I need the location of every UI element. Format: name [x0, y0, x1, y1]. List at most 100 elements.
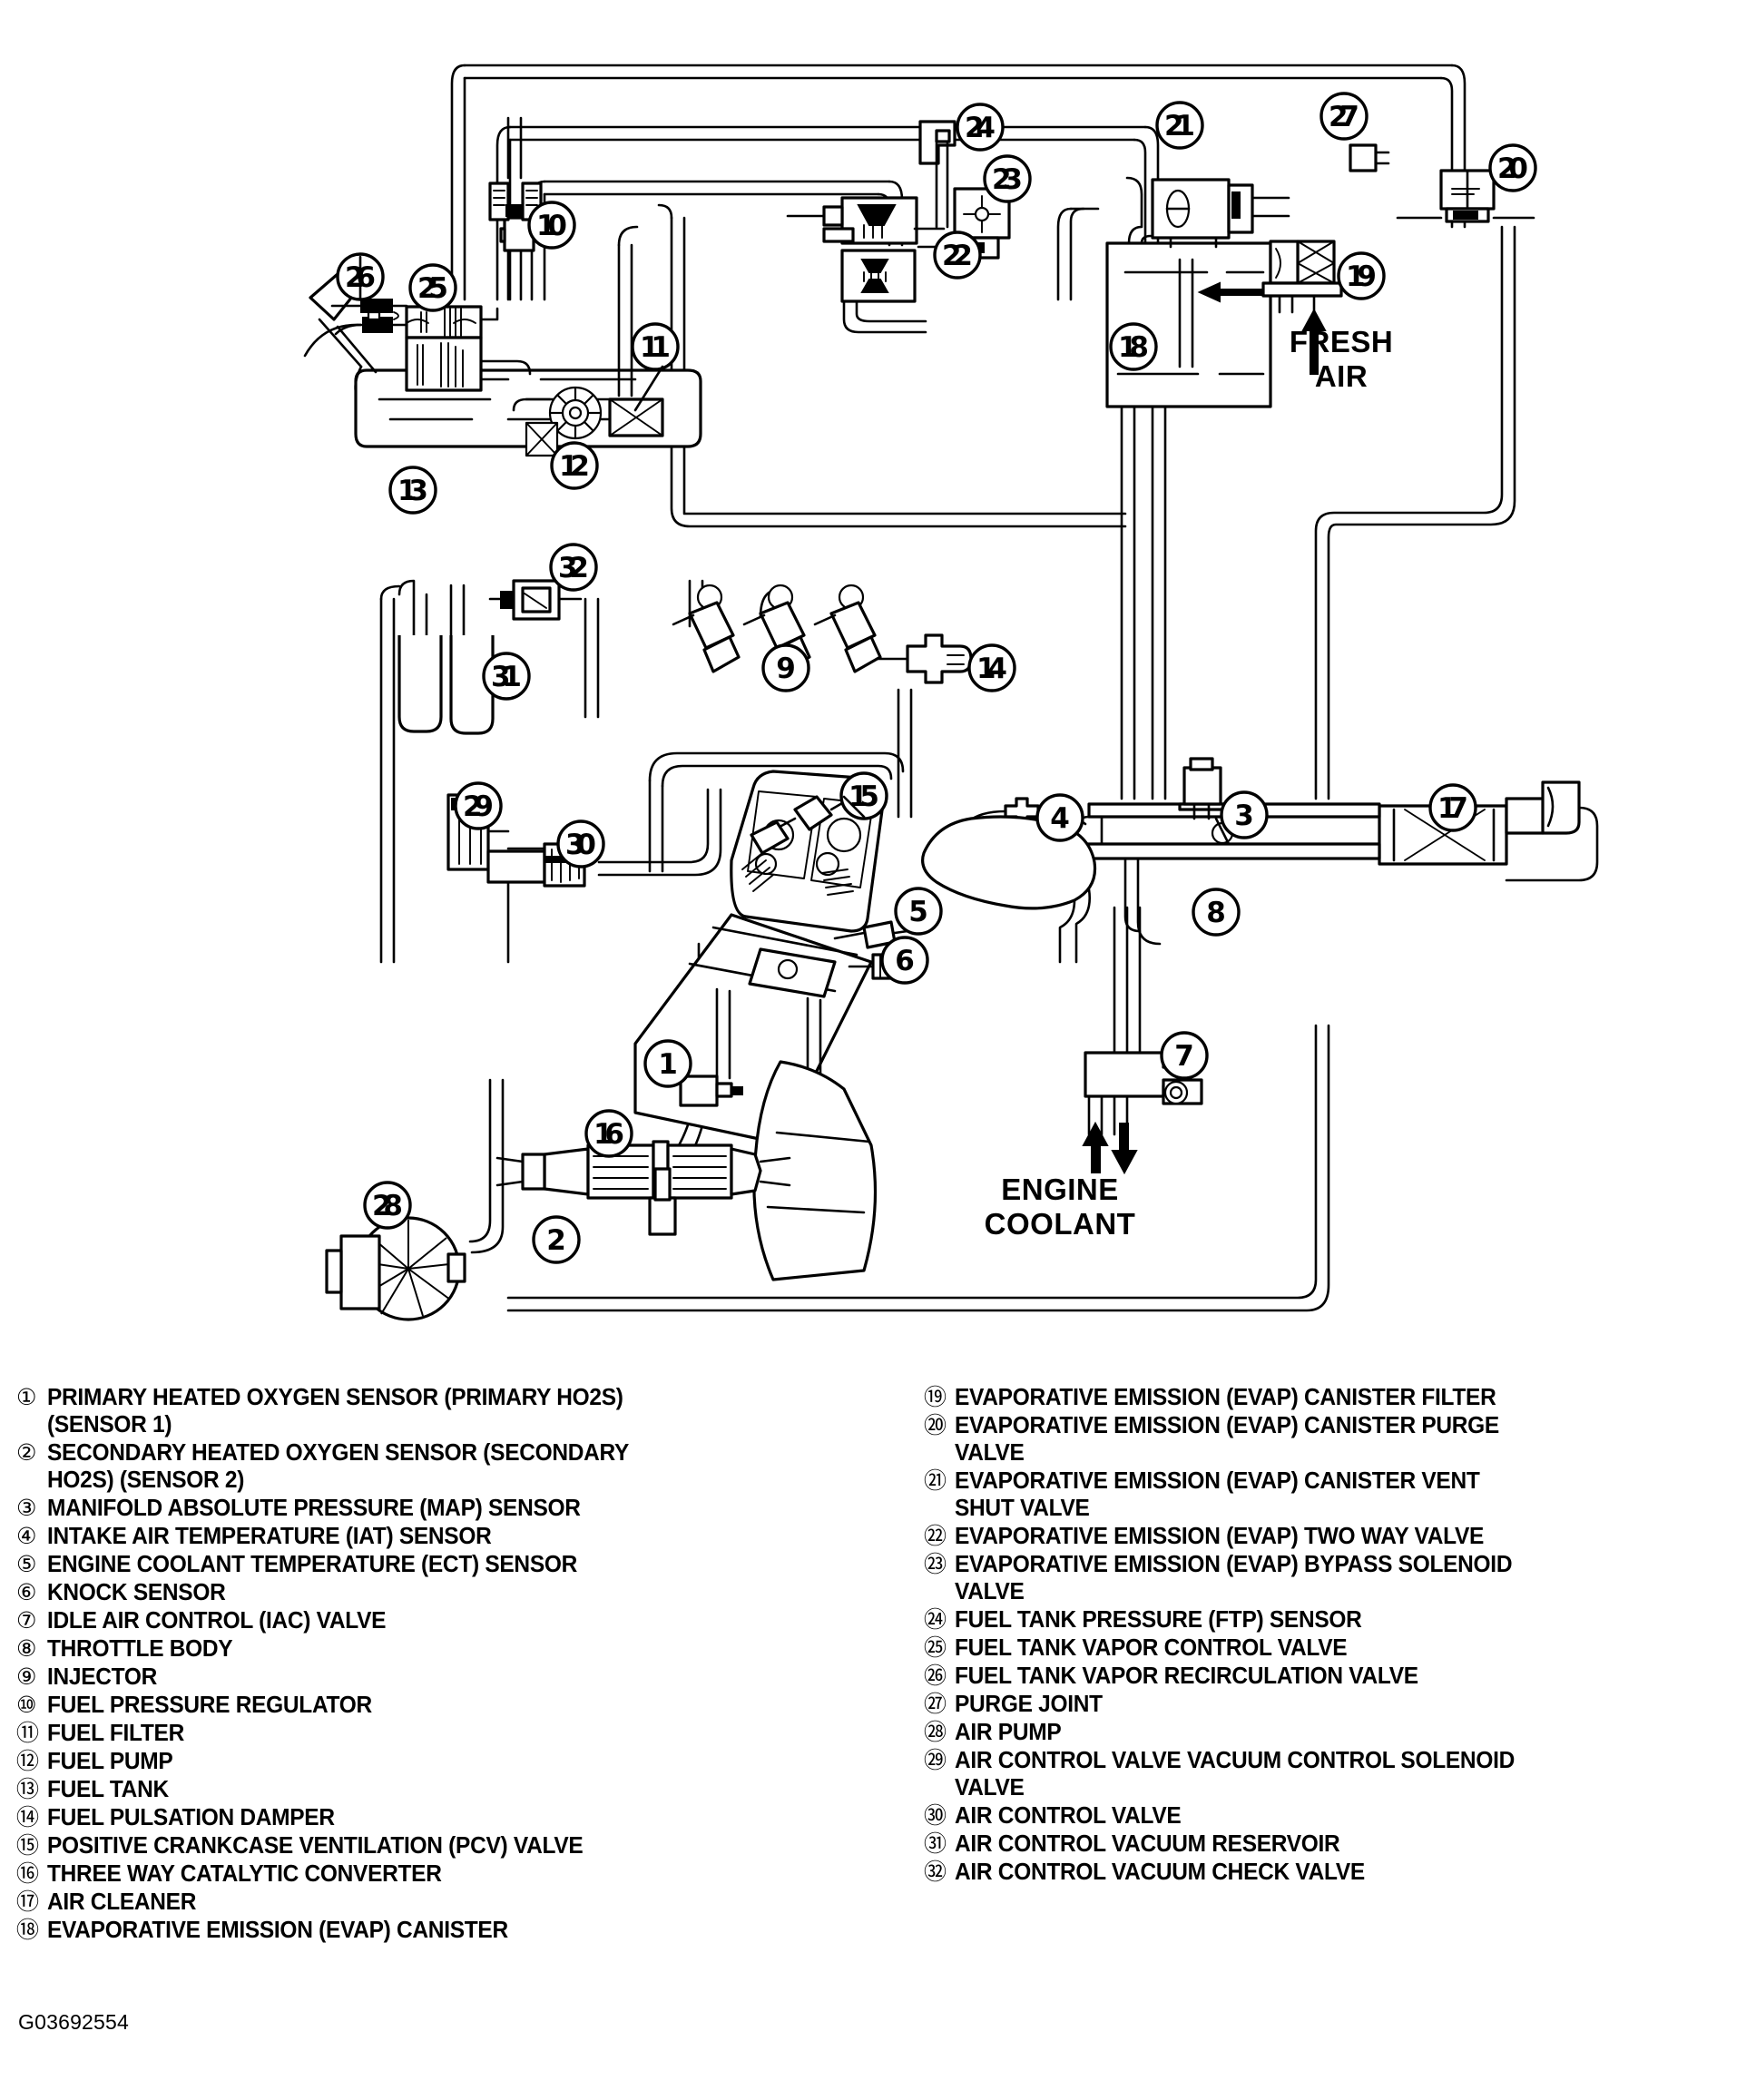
- callout-circle: [956, 103, 1005, 152]
- purge-joint: [1349, 143, 1390, 172]
- callout-5: 5: [894, 887, 943, 936]
- air-cleaner: [1314, 780, 1599, 882]
- legend-item-label: AIR CONTROL VALVE VACUUM CONTROL SOLENOI…: [955, 1748, 1515, 1801]
- callout-number: 12: [559, 450, 590, 483]
- hose-canister-left: [1056, 207, 1100, 301]
- legend-item-number: ㉒: [924, 1523, 947, 1549]
- legend-item-number: ⑰: [16, 1889, 40, 1915]
- legend-item-number: ㉑: [924, 1467, 947, 1494]
- legend-item-label: FUEL FILTER: [47, 1721, 184, 1746]
- callout-32: 32: [549, 543, 598, 592]
- evap-canister-vent-shut-valve: [1151, 178, 1290, 249]
- callout-circle: [983, 154, 1032, 203]
- legend-item-label: POSITIVE CRANKCASE VENTILATION (PCV) VAL…: [47, 1833, 584, 1859]
- callout-number: 20: [1497, 152, 1528, 185]
- legend-item-number: ㉜: [924, 1859, 947, 1885]
- legend-item-number: ①: [16, 1384, 37, 1410]
- legend-item-label: THROTTLE BODY: [47, 1636, 233, 1662]
- hose-tank-to-engine-long: [657, 203, 1127, 528]
- callout-circle: [1155, 101, 1204, 150]
- legend-item-label: EVAPORATIVE EMISSION (EVAP) CANISTER: [47, 1918, 508, 1943]
- hose-tank-to-canister-second: [495, 125, 1160, 301]
- callout-number: 17: [1437, 792, 1468, 825]
- legend-item: ⑪ FUEL FILTER: [16, 1720, 888, 1747]
- legend-item-label: FUEL PUMP: [47, 1749, 173, 1774]
- legend-item-label: IDLE AIR CONTROL (IAC) VALVE: [47, 1608, 387, 1634]
- callout-number: 23: [992, 163, 1023, 196]
- legend-item-number: ⑪: [16, 1720, 40, 1746]
- callout-1: 1: [643, 1039, 692, 1088]
- hose-network: [379, 64, 1516, 1312]
- legend-item: ⑳ EVAPORATIVE EMISSION (EVAP) CANISTER PU…: [924, 1412, 1741, 1467]
- three-way-catalytic-converter: [495, 1140, 791, 1236]
- callout-19: 19: [1337, 251, 1386, 300]
- callout-circle: [1488, 143, 1537, 192]
- callout-2: 2: [532, 1215, 581, 1264]
- legend-item-number: ㉚: [924, 1802, 947, 1829]
- callout-circle: [839, 771, 888, 820]
- callout-28: 28: [363, 1181, 412, 1230]
- legend-item-number: ㉕: [924, 1634, 947, 1661]
- callout-31: 31: [482, 652, 531, 701]
- callout-circle: [363, 1181, 412, 1230]
- callout-12: 12: [550, 441, 599, 490]
- callout-16: 16: [584, 1109, 633, 1158]
- callout-circle: [631, 322, 680, 371]
- fuel-pump: [512, 386, 603, 457]
- fuel-pulsation-damper: [875, 633, 973, 684]
- callout-number: 11: [640, 331, 671, 364]
- hose-tank-left-down: [379, 584, 401, 964]
- map-sensor: [1178, 757, 1225, 820]
- legend-item-number: ⑳: [924, 1412, 947, 1438]
- air-pump: [325, 1216, 466, 1321]
- legend-item-label: FUEL PULSATION DAMPER: [47, 1805, 335, 1830]
- legend-item-label: INJECTOR: [47, 1664, 158, 1690]
- hose-manifold-left-loop: [648, 751, 905, 873]
- callout-circle: [933, 231, 982, 280]
- callout-circle: [1337, 251, 1386, 300]
- callout-number: 16: [594, 1118, 624, 1151]
- legend-item-number: ㉛: [924, 1830, 947, 1857]
- callout-circle: [1220, 790, 1269, 839]
- legend-item-number: ⑬: [16, 1776, 40, 1802]
- callout-number: 10: [536, 210, 567, 242]
- callout-number: 6: [895, 945, 915, 977]
- callout-number: 4: [1050, 802, 1070, 835]
- hose-purge-to-manifold: [1314, 225, 1516, 800]
- legend-item-label: EVAPORATIVE EMISSION (EVAP) CANISTER PUR…: [955, 1413, 1499, 1466]
- callout-11: 11: [631, 322, 680, 371]
- legend-item-number: ⑫: [16, 1748, 40, 1774]
- callout-circle: [482, 652, 531, 701]
- callout-circle: [1319, 92, 1369, 141]
- legend-item-label: EVAPORATIVE EMISSION (EVAP) CANISTER FIL…: [955, 1385, 1496, 1410]
- callout-20: 20: [1488, 143, 1537, 192]
- hose-bottom-run: [506, 1024, 1330, 1312]
- legend-item-number: ⑥: [16, 1579, 37, 1605]
- vacuum-hose-routing-diagram: .ln{fill:none;stroke:#000;stroke-width:2…: [303, 64, 1599, 1321]
- callout-6: 6: [880, 936, 929, 985]
- legend-item-label: AIR PUMP: [955, 1720, 1062, 1745]
- callout-number: 30: [565, 829, 596, 861]
- callout-circle: [1109, 322, 1158, 371]
- hose-airpump-link: [468, 1078, 505, 1254]
- callout-circle: [388, 466, 437, 515]
- callout-number: 1: [658, 1048, 678, 1081]
- callout-27: 27: [1319, 92, 1369, 141]
- callout-number: 24: [965, 112, 996, 144]
- legend-item-label: FUEL TANK: [47, 1777, 169, 1802]
- callout-17: 17: [1428, 783, 1477, 832]
- legend-item-number: ㉙: [924, 1747, 947, 1773]
